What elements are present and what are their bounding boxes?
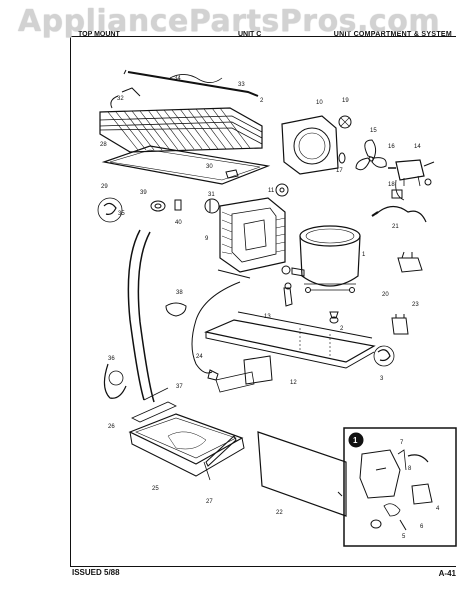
drain-pan-25	[128, 413, 245, 477]
label-28: 28	[100, 142, 107, 148]
label-12: 12	[290, 380, 297, 386]
label-35: 35	[118, 211, 125, 217]
drain-hose-37	[127, 229, 169, 403]
label-30: 30	[206, 164, 213, 170]
header-unit: UNIT C	[238, 31, 262, 38]
grommet-2	[329, 311, 339, 324]
label-31: 31	[208, 192, 215, 198]
label-24: 24	[196, 354, 203, 360]
power-cord-24	[191, 281, 241, 381]
part-31	[204, 198, 220, 214]
wire-harness-21	[371, 205, 427, 223]
label-20: 20	[382, 292, 389, 298]
label-22: 22	[276, 510, 283, 516]
label-21: 21	[392, 224, 399, 230]
inset-label-4: 4	[436, 506, 440, 512]
inset-label-8: 8	[408, 466, 412, 472]
label-1: 1	[362, 252, 366, 258]
compressor-1	[281, 225, 361, 293]
label-40: 40	[175, 220, 182, 226]
label-3: 3	[380, 376, 384, 382]
bracket-26	[131, 401, 177, 423]
fan-blade-15	[355, 139, 387, 171]
label-19: 19	[342, 98, 349, 104]
label-38: 38	[176, 290, 183, 296]
fan-motor-14	[388, 159, 435, 201]
fan-shroud-10	[281, 115, 339, 175]
tube-part-33	[123, 69, 259, 97]
inset-label-7: 7	[400, 440, 404, 446]
label-25: 25	[152, 486, 159, 492]
grommet-13	[283, 282, 293, 307]
label-29: 29	[101, 184, 108, 190]
label-23: 23	[412, 302, 419, 308]
clamp-35	[97, 197, 123, 223]
label-37: 37	[176, 384, 183, 390]
grommet-39	[150, 200, 166, 212]
label-36: 36	[108, 356, 115, 362]
page-number: A-41	[438, 569, 456, 578]
label-11: 11	[268, 188, 275, 194]
part-40	[174, 199, 182, 211]
label-39: 39	[140, 190, 147, 196]
clip-30	[225, 169, 239, 179]
inset-labels: 1 7 8 4 6 5	[353, 436, 440, 540]
label-17: 17	[336, 168, 343, 174]
label-33: 33	[238, 82, 245, 88]
header-model: TOP MOUNT	[78, 31, 120, 38]
page-header: TOP MOUNT UNIT C UNIT COMPARTMENT & SYST…	[70, 28, 454, 40]
label-10: 10	[316, 100, 323, 106]
clamp-3	[373, 345, 395, 367]
label-32: 32	[117, 96, 124, 102]
label-34: 34	[174, 76, 181, 82]
drain-tube-36	[103, 363, 127, 399]
site-watermark: AppliancePartsPros.com	[17, 4, 441, 39]
washer-17	[338, 152, 346, 164]
condenser-coil	[99, 87, 263, 153]
issued-date: ISSUED 5/88	[72, 568, 120, 577]
header-section-title: UNIT COMPARTMENT & SYSTEM	[333, 31, 452, 38]
drain-coil-9	[217, 197, 286, 279]
base-rail-12	[204, 311, 376, 393]
capacitor-23	[391, 314, 409, 335]
label-2: 2	[340, 326, 344, 332]
footer-rule	[70, 566, 456, 567]
drip-tray-29	[101, 145, 271, 185]
inset-badge-label: 1	[353, 436, 358, 445]
access-panel-22	[257, 431, 347, 517]
inset-badge	[348, 432, 364, 448]
part-labels: 34 33 2 32 28 29 30 35 39 40 31 9 10 19 …	[100, 76, 421, 516]
label-2-top: 2	[260, 98, 264, 104]
inset-label-6: 6	[420, 524, 424, 530]
inset-label-5: 5	[402, 534, 406, 540]
bracket-27	[203, 435, 237, 481]
label-26: 26	[108, 424, 115, 430]
label-13: 13	[264, 314, 271, 320]
part-38	[165, 302, 187, 317]
bracket-18	[391, 189, 403, 199]
label-16: 16	[388, 144, 395, 150]
header-rule	[70, 36, 456, 37]
label-15: 15	[370, 128, 377, 134]
fan-blade-19	[338, 115, 352, 129]
diagram-frame	[70, 36, 457, 566]
label-9: 9	[205, 236, 209, 242]
relay-20	[397, 251, 423, 273]
detail-inset	[343, 427, 457, 547]
label-27: 27	[206, 499, 213, 505]
label-14: 14	[414, 144, 421, 150]
label-18: 18	[388, 182, 395, 188]
part-11	[275, 183, 289, 197]
